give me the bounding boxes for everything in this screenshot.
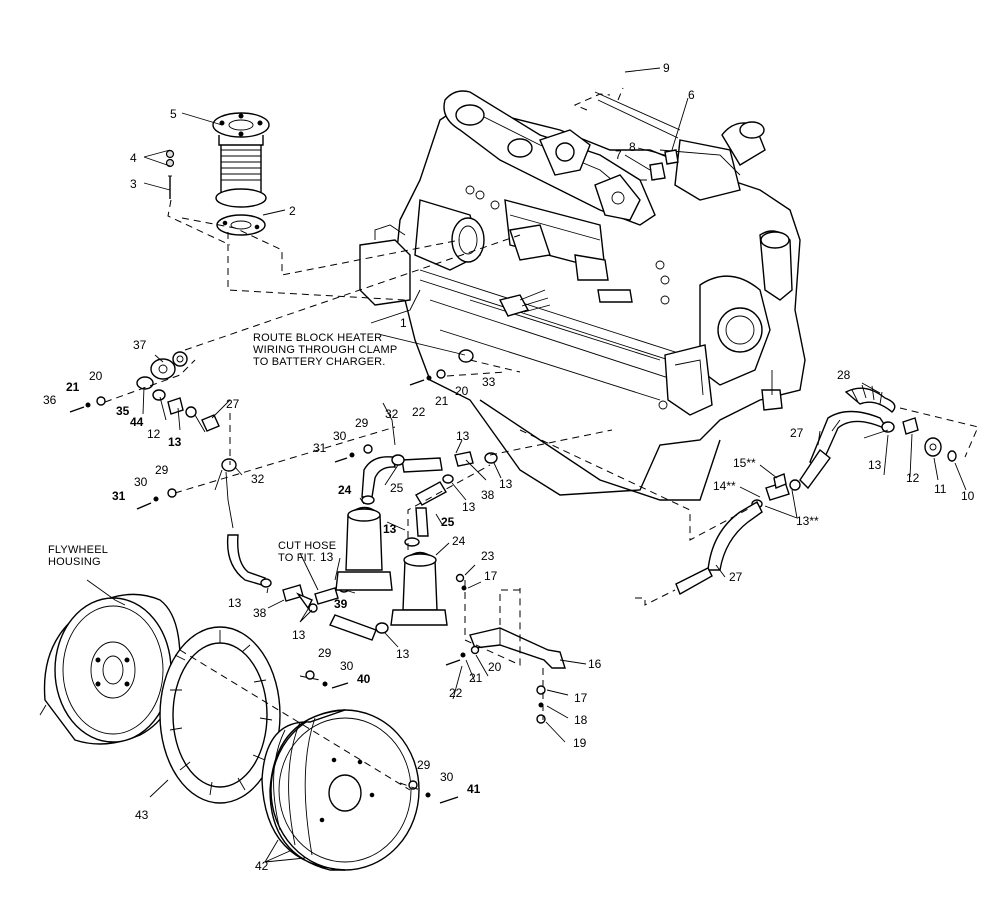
- cut-hose-note-line2: TO FIT.: [278, 552, 316, 564]
- callout-38b: 38: [253, 606, 267, 620]
- callout-27b: 27: [790, 426, 804, 440]
- callout-13f: 13: [320, 550, 334, 564]
- callout-8: 8: [629, 140, 636, 154]
- callout-25b: 25: [441, 515, 455, 529]
- callout-13g: 13: [228, 596, 242, 610]
- callout-29a: 29: [355, 416, 369, 430]
- callout-17a: 17: [484, 569, 498, 583]
- bracket-group: [445, 573, 566, 724]
- callout-13k: 13**: [796, 514, 819, 528]
- leader-lines: [86, 67, 967, 863]
- callout-41: 41: [467, 782, 481, 796]
- flywheel-housing-label-line2: HOUSING: [48, 556, 101, 568]
- callout-20b: 20: [455, 384, 469, 398]
- callout-9: 9: [663, 61, 670, 75]
- callout-13b: 13: [456, 429, 470, 443]
- assembly-guide-lines: [104, 87, 979, 791]
- callout-30c: 30: [340, 659, 354, 673]
- route-note-line2: WIRING THROUGH CLAMP: [253, 344, 397, 356]
- callout-23: 23: [481, 549, 495, 563]
- callout-13j: 13: [868, 458, 882, 472]
- callout-30a: 30: [333, 429, 347, 443]
- callout-19: 19: [573, 736, 587, 750]
- callout-13e: 13: [383, 522, 397, 536]
- exhaust-bellows-group: [165, 112, 270, 236]
- callout-7: 7: [615, 148, 622, 162]
- flywheel-housing-label-line1: FLYWHEEL: [48, 544, 108, 556]
- callout-15: 15**: [733, 456, 756, 470]
- callout-44: 44: [130, 415, 144, 429]
- callout-29c: 29: [318, 646, 332, 660]
- callout-21b: 21: [435, 394, 449, 408]
- callout-29d: 29: [417, 758, 431, 772]
- callout-31b: 31: [112, 489, 126, 503]
- callout-13a: 13: [168, 435, 182, 449]
- callout-3: 3: [130, 177, 137, 191]
- callout-4: 4: [130, 151, 137, 165]
- callout-25a: 25: [390, 481, 404, 495]
- callout-numbers: 1 2 3 4 5 6 7 8 9 10 11 12 12 13 13 13 1…: [43, 61, 975, 873]
- callout-42: 42: [255, 859, 269, 873]
- coolant-hose-group: [69, 349, 957, 641]
- callout-12a: 12: [147, 427, 161, 441]
- callout-2: 2: [289, 204, 296, 218]
- engine-assembly: [359, 90, 806, 501]
- callout-11: 11: [934, 482, 947, 496]
- callout-20c: 20: [488, 660, 502, 674]
- callout-10: 10: [961, 489, 975, 503]
- callout-6: 6: [688, 88, 695, 102]
- route-note-line3: TO BATTERY CHARGER.: [253, 356, 386, 368]
- callout-27a: 27: [226, 397, 240, 411]
- callout-32b: 32: [251, 472, 265, 486]
- callout-21c: 21: [469, 671, 483, 685]
- callout-28: 28: [837, 368, 851, 382]
- cut-hose-note-line1: CUT HOSE: [278, 540, 336, 552]
- callout-38a: 38: [481, 488, 495, 502]
- callout-12b: 12: [906, 471, 920, 485]
- callout-30b: 30: [134, 475, 148, 489]
- callout-16: 16: [588, 657, 602, 671]
- flywheel-group: [39, 593, 459, 871]
- callout-14: 14**: [713, 479, 736, 493]
- callout-35: 35: [116, 404, 130, 418]
- callout-22a: 22: [412, 405, 426, 419]
- callout-24b: 24: [452, 534, 466, 548]
- callout-18: 18: [574, 713, 588, 727]
- callout-43: 43: [135, 808, 149, 822]
- callout-40: 40: [357, 672, 371, 686]
- callout-5: 5: [170, 107, 177, 121]
- callout-30d: 30: [440, 770, 454, 784]
- callout-29b: 29: [155, 463, 169, 477]
- callout-13i: 13: [396, 647, 410, 661]
- callout-24a: 24: [338, 483, 352, 497]
- callout-33: 33: [482, 375, 496, 389]
- callout-20a: 20: [89, 369, 103, 383]
- callout-37: 37: [133, 338, 147, 352]
- callout-22b: 22: [449, 686, 463, 700]
- callout-39: 39: [334, 597, 348, 611]
- callout-31a: 31: [313, 441, 327, 455]
- callout-32a: 32: [385, 407, 399, 421]
- callout-1: 1: [400, 316, 407, 330]
- callout-36: 36: [43, 393, 57, 407]
- callout-21a: 21: [66, 380, 80, 394]
- callout-17b: 17: [574, 691, 588, 705]
- callout-13c: 13: [499, 477, 513, 491]
- callout-27c: 27: [729, 570, 743, 584]
- callout-13h: 13: [292, 628, 306, 642]
- callout-13d: 13: [462, 500, 476, 514]
- route-note-line1: ROUTE BLOCK HEATER: [253, 332, 382, 344]
